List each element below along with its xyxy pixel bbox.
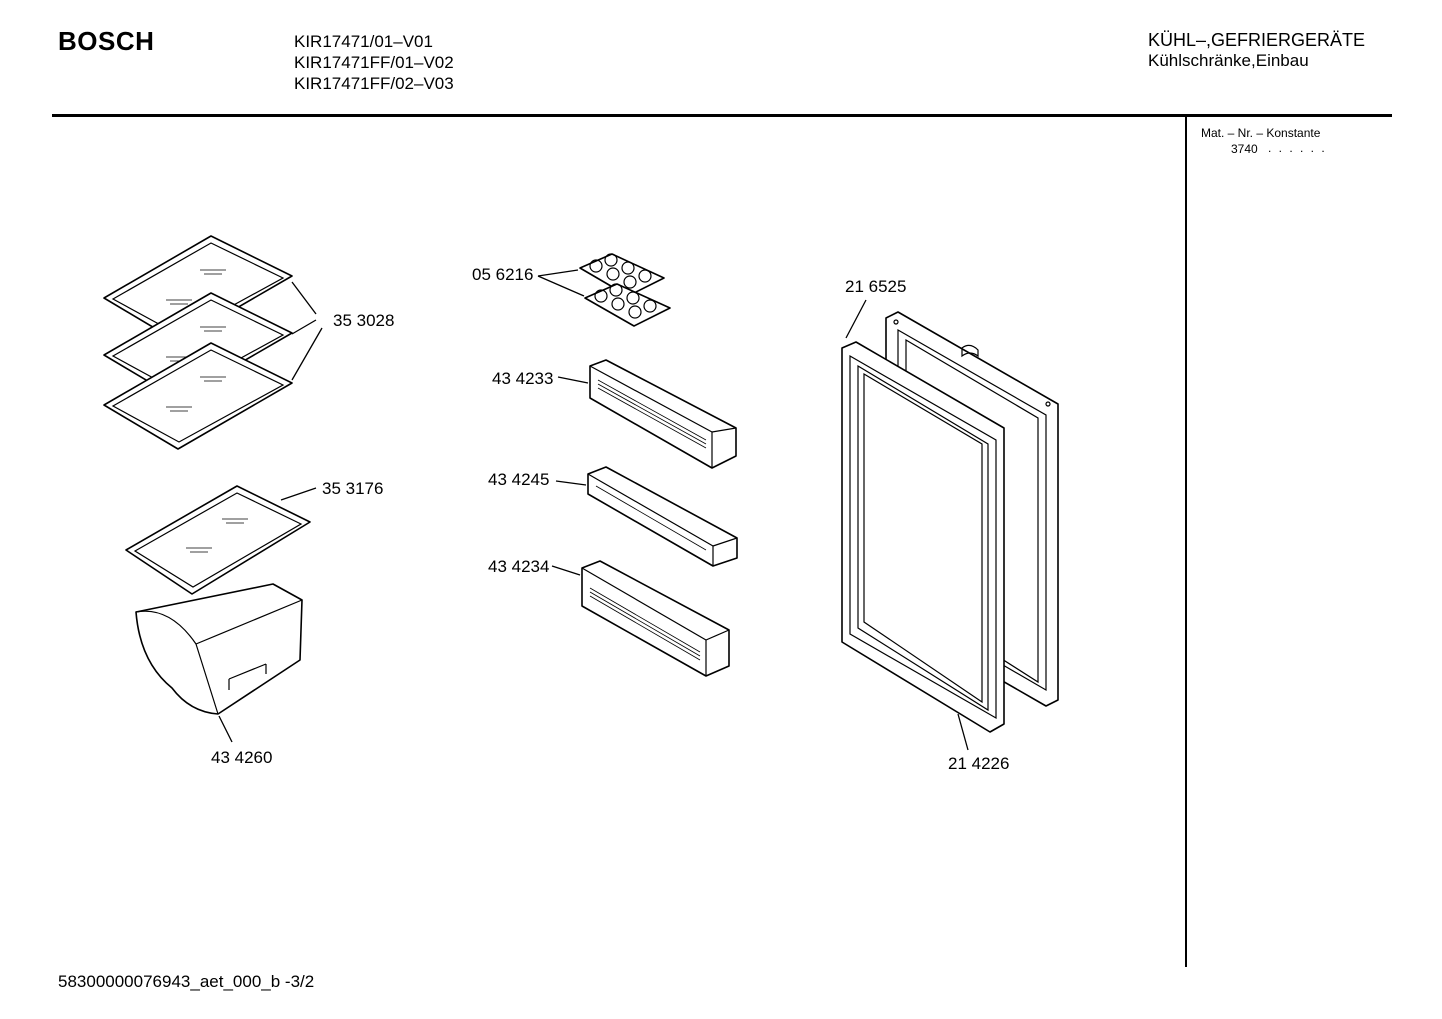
sidebar-divider bbox=[1185, 116, 1187, 967]
part-label-door-shelf-small: 43 4245 bbox=[488, 470, 550, 489]
door-shelf-large bbox=[557, 359, 737, 469]
category-title: KÜHL–,GEFRIERGERÄTE bbox=[1148, 30, 1366, 50]
glass-shelf-stack bbox=[103, 235, 323, 450]
part-label-door-seal: 21 4226 bbox=[948, 754, 1010, 773]
model-number-3: KIR17471FF/02–V03 bbox=[294, 74, 454, 93]
door-seal bbox=[841, 341, 1005, 751]
part-label-vegetable-drawer: 43 4260 bbox=[211, 748, 273, 767]
part-label-door-shelf-bottle: 43 4234 bbox=[488, 557, 550, 576]
part-label-glass-shelf-single: 35 3176 bbox=[322, 479, 384, 498]
vegetable-drawer bbox=[135, 583, 303, 743]
part-label-egg-tray: 05 6216 bbox=[472, 265, 534, 284]
glass-shelf-single bbox=[125, 485, 317, 595]
brand-logo: BOSCH bbox=[58, 26, 155, 56]
model-number-2: KIR17471FF/01–V02 bbox=[294, 53, 454, 72]
part-label-glass-shelves: 35 3028 bbox=[333, 311, 395, 330]
document-code: 58300000076943_aet_000_b -3/2 bbox=[58, 972, 315, 991]
mat-nr-label: Mat. – Nr. – Konstante bbox=[1201, 126, 1321, 140]
header-divider bbox=[52, 114, 1392, 117]
door-shelf-bottle bbox=[551, 560, 730, 677]
door-shelf-small bbox=[555, 466, 738, 567]
egg-tray bbox=[537, 253, 671, 327]
mat-nr-value: 3740 bbox=[1231, 142, 1258, 156]
category-subtitle: Kühlschränke,Einbau bbox=[1148, 51, 1309, 70]
part-label-door-shelf-large: 43 4233 bbox=[492, 369, 554, 388]
model-number-1: KIR17471/01–V01 bbox=[294, 32, 433, 51]
part-label-door-frame: 21 6525 bbox=[845, 277, 907, 296]
mat-nr-dots: . . . . . . bbox=[1268, 141, 1327, 155]
